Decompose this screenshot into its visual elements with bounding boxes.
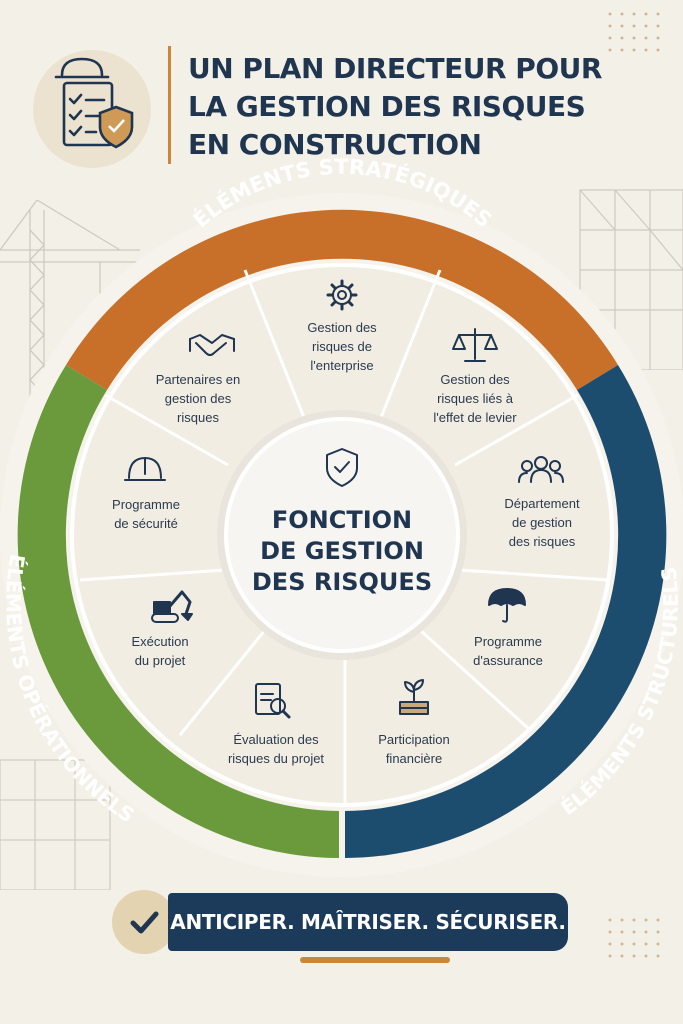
segment-label-line: gestion des — [164, 391, 232, 406]
page-title-line-3: EN CONSTRUCTION — [188, 128, 482, 161]
center-title-line-3: DES RISQUES — [251, 568, 433, 596]
segment-label-line: risques liés à — [437, 391, 513, 406]
page-title-line-1: UN PLAN DIRECTEUR POUR — [188, 52, 602, 85]
segment-label-line: d'assurance — [473, 653, 543, 668]
segment-label-line: Partenaires en — [155, 372, 241, 387]
segment-label-line: Gestion des — [307, 320, 377, 335]
center-title-line-1: FONCTION — [271, 506, 413, 534]
page-title-line-2: LA GESTION DES RISQUES — [188, 90, 586, 123]
decorative-dots-top-right — [604, 8, 664, 52]
clipboard-search-icon — [255, 683, 291, 719]
segment-label: Participation financière — [354, 730, 474, 768]
tagline-check-badge — [112, 890, 176, 954]
shield-check-icon — [326, 448, 358, 487]
safety-checklist-icon — [54, 57, 134, 149]
segment-label: Département de gestion des risques — [482, 494, 602, 551]
segment-label-line: Programme — [474, 634, 542, 649]
hub — [224, 417, 460, 653]
segment-label-line: l'effet de levier — [433, 410, 517, 425]
segment-label-line: des risques — [508, 534, 576, 549]
money-plant-icon — [399, 679, 429, 715]
segment-label-line: risques — [177, 410, 219, 425]
title-icon-badge — [33, 50, 151, 168]
segment-label-line: financière — [385, 751, 443, 766]
segment-label-line: Exécution — [131, 634, 189, 649]
check-icon — [130, 911, 159, 934]
segment-label-line: de sécurité — [114, 516, 178, 531]
hard-hat-icon — [124, 457, 166, 481]
ring-operational — [17, 365, 339, 858]
building-sketch-right — [579, 189, 683, 370]
segment-label: Partenaires en gestion des risques — [138, 370, 258, 427]
umbrella-icon — [488, 588, 526, 623]
tagline-text: ANTICIPER. MAÎTRISER. SÉCURISER. — [170, 910, 566, 934]
segment-label-line: Gestion des — [440, 372, 510, 387]
tagline-underline — [300, 957, 450, 963]
segment-label: Programme de sécurité — [86, 495, 206, 533]
people-icon — [518, 456, 564, 483]
segment-label: Programme d'assurance — [448, 632, 568, 670]
segment-label: Exécution du projet — [100, 632, 220, 670]
segment-label-line: de gestion — [512, 515, 572, 530]
decorative-dots-bottom-right — [604, 914, 664, 958]
center-title-line-2: DE GESTION — [260, 537, 424, 565]
tagline-banner — [168, 893, 568, 951]
ring-strategic — [66, 209, 618, 390]
segment-label: Gestion des risques liés à l'effet de levi… — [415, 370, 535, 427]
segment-label-line: risques du projet — [227, 751, 325, 766]
segment-label: Évaluation des risques du projet — [216, 730, 336, 768]
wheel-spokes — [79, 269, 609, 805]
title-divider — [168, 46, 171, 164]
segment-label-line: Programme — [112, 497, 180, 512]
segment-label-line: Département — [504, 496, 580, 511]
handshake-icon — [189, 334, 235, 356]
ring-structural — [345, 365, 667, 858]
building-sketch-left-bottom — [0, 759, 111, 890]
segment-label: Gestion des risques de l'enterprise — [282, 318, 402, 375]
excavator-icon — [151, 590, 193, 623]
segment-label-line: Participation — [378, 732, 450, 747]
segment-label-line: du projet — [134, 653, 186, 668]
segment-label-line: risques de — [312, 339, 372, 354]
scales-icon — [452, 328, 498, 362]
segment-label-line: Évaluation des — [233, 732, 319, 747]
gear-icon — [326, 279, 358, 311]
segment-label-line: l'enterprise — [310, 358, 374, 373]
